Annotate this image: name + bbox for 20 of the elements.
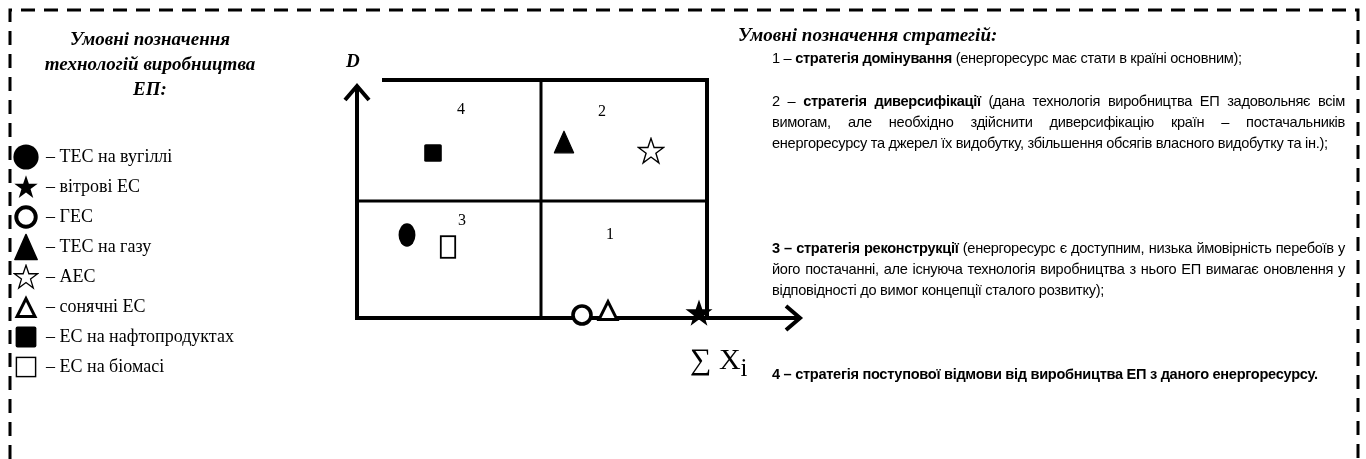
axis-label: ∑ X$_{i}$ (690, 342, 748, 382)
legend-heading: Умовні позначення технологій виробництва ЕП: (43, 27, 257, 101)
strategy-description: 4 – стратегія поступової відмови від виробництва ЕП з даного енергоресурсу. (772, 365, 1319, 384)
strategy-description: 3 – стратегія реконструкції (енергоресурс є доступним, низька ймовірність перебоїв у його постачанні, але існуюча технологія виробництва з нього ЕП вимагає оновлення у відповідності до вимог концепції сталого розвитку); (772, 239, 1345, 300)
quadrant-number: 2 (598, 102, 606, 120)
quadrant-number: 3 (458, 211, 466, 229)
legend-text: – вітрові ЕС (46, 175, 141, 198)
quadrant-number: 1 (606, 225, 614, 243)
legend-text: – ЕС на нафтопродуктах (46, 325, 234, 348)
legend-text: – АЕС (46, 265, 96, 288)
strategy-description: 2 – стратегія диверсифікації (дана технологія виробництва ЕП задовольняє всім вимогам, але необхідно здійснити диверсифікацію країн – постачальників енергоресурсу та джерел їх видобутку, збільшення обсягів власного видобутку та ін.); (772, 92, 1345, 153)
legend-text: – ТЕС на вугіллі (46, 145, 173, 168)
legend-heading: Умовні позначення стратегій: (738, 23, 998, 47)
legend-text: – ГЕС (46, 205, 93, 228)
strategy-description: 1 – стратегія домінування (енергоресурс має стати в країні основним); (772, 49, 1243, 68)
legend-text: – сонячні ЕС (46, 295, 146, 318)
axis-label: D (346, 49, 360, 73)
legend-text: – ТЕС на газу (46, 235, 152, 258)
quadrant-number: 4 (457, 100, 465, 118)
legend-text: – ЕС на біомасі (46, 355, 165, 378)
